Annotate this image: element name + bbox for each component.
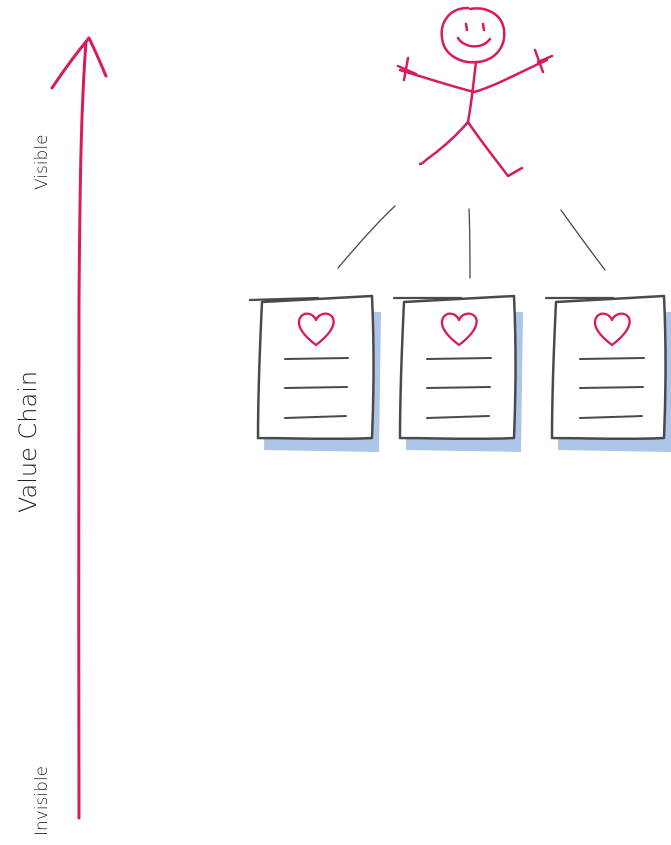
stick-figure-user-icon xyxy=(396,6,554,178)
connector-middle xyxy=(468,208,471,279)
legs xyxy=(418,120,524,178)
connector-left xyxy=(337,205,396,269)
document-page xyxy=(550,294,667,441)
connector-lines xyxy=(337,205,606,279)
left-hand xyxy=(396,56,418,82)
head xyxy=(440,6,506,64)
axis-arrowhead xyxy=(50,36,108,90)
document-card xyxy=(544,294,671,452)
body xyxy=(466,60,478,124)
connector-right xyxy=(560,209,606,271)
right-hand xyxy=(533,48,554,74)
document-top-edge xyxy=(248,296,320,302)
left-eye xyxy=(464,22,469,32)
value-chain-axis-title: Value Chain xyxy=(14,370,42,513)
text-lines xyxy=(284,357,349,419)
document-page xyxy=(256,294,375,441)
heart-icon xyxy=(297,312,335,347)
document-page xyxy=(398,294,517,441)
visible-label: Visible xyxy=(32,134,52,190)
document-card xyxy=(392,294,523,452)
right-eye xyxy=(481,22,486,32)
text-lines xyxy=(579,357,645,419)
smile xyxy=(456,36,492,48)
text-lines xyxy=(426,357,492,419)
arms xyxy=(398,58,549,94)
heart-icon xyxy=(440,312,478,347)
heart-icon xyxy=(593,312,631,347)
document-card xyxy=(248,294,381,452)
value-chain-axis-arrow xyxy=(50,36,108,820)
axis-line xyxy=(77,40,88,820)
invisible-label: Invisible xyxy=(32,765,52,836)
